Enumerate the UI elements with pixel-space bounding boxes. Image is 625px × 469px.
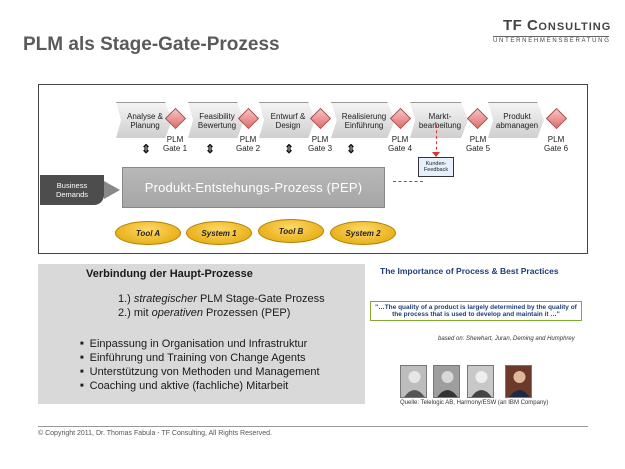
logo-tf: TF [503, 17, 523, 34]
item1-rest: PLM Stage-Gate Prozess [196, 293, 325, 305]
gate-6-l1: PLM [547, 135, 565, 144]
double-arrow-icon: ⇕ [284, 142, 295, 156]
bullet-item: Einführung und Training von Change Agent… [80, 351, 320, 365]
tool-ellipse-1: Tool A [115, 221, 181, 245]
tool-ellipse-2: System 1 [186, 221, 252, 245]
footer-divider [38, 426, 588, 427]
gate-3-l1: PLM [311, 135, 329, 144]
copyright-footer: © Copyright 2011, Dr. Thomas Fabula - TF… [38, 430, 272, 437]
item1-prefix: 1.) [118, 293, 134, 305]
feedback-connector [436, 125, 437, 155]
logo-subtitle: UNTERNEHMENSBERATUNG [493, 38, 611, 44]
panel-item-1: 1.) strategischer PLM Stage-Gate Prozess [118, 293, 325, 305]
logo-c: C [527, 17, 539, 34]
company-logo: TF CONSULTING [503, 17, 611, 34]
item2-emphasis: operativen [151, 307, 203, 319]
bullet-item: Unterstützung von Methoden und Managemen… [80, 365, 320, 379]
tool-ellipse-3: Tool B [258, 219, 324, 243]
gate-3-l2: Gate 3 [308, 144, 333, 153]
portrait-image-4 [505, 365, 532, 398]
stage-produkt: Produkt abmanagen [488, 102, 544, 138]
portrait-image-2 [433, 365, 460, 398]
pep-box: Produkt-Entstehungs-Prozess (PEP) [122, 167, 385, 208]
gate-6-l2: Gate 6 [544, 144, 569, 153]
bullet-item: Einpassung in Organisation und Infrastru… [80, 337, 320, 351]
feedback-arrow-icon [432, 152, 440, 157]
panel-item-2: 2.) mit operativen Prozessen (PEP) [118, 307, 290, 319]
tool-ellipse-4: System 2 [330, 221, 396, 245]
source-note: Quelle: Telelogic AB, Harmony/ESW (an IB… [400, 400, 549, 406]
gate-5-l1: PLM [469, 135, 487, 144]
stage-realisierung: Realisierung Einführung [331, 102, 395, 138]
kunden-feedback-note: Kunden-Feedback [418, 157, 454, 177]
panel-bullet-list: Einpassung in Organisation und Infrastru… [80, 337, 320, 393]
best-practices-title: The Importance of Process & Best Practic… [380, 266, 559, 276]
feedback-connector-h [393, 181, 423, 182]
logo-divider [493, 36, 609, 37]
quality-quote: "…The quality of a product is largely de… [370, 301, 582, 321]
item2-prefix: 2.) mit [118, 307, 152, 319]
bullet-item: Coaching und aktive (fachliche) Mitarbei… [80, 379, 320, 393]
demands-arrow-icon [104, 181, 120, 199]
logo-rest: ONSULTING [538, 21, 612, 33]
gate-1-l2: Gate 1 [163, 144, 188, 153]
item2-rest: Prozessen (PEP) [203, 307, 291, 319]
portrait-image-1 [400, 365, 427, 398]
page-title: PLM als Stage-Gate-Prozess [23, 34, 280, 55]
gate-2-l2: Gate 2 [236, 144, 261, 153]
double-arrow-icon: ⇕ [346, 142, 357, 156]
double-arrow-icon: ⇕ [141, 142, 152, 156]
stage-entwurf: Entwurf & Design [259, 102, 315, 138]
gate-5-l2: Gate 5 [466, 144, 491, 153]
stage-feasibility: Feasibility Bewertung [188, 102, 244, 138]
panel-heading: Verbindung der Haupt-Prozesse [86, 268, 253, 280]
based-on-note: based on: Shewhart, Juran, Deming and Hu… [438, 336, 575, 342]
stage-analyse: Analyse & Planung [116, 102, 172, 138]
gate-1-l1: PLM [166, 135, 184, 144]
gate-4-l1: PLM [391, 135, 409, 144]
gate-2-l1: PLM [239, 135, 257, 144]
double-arrow-icon: ⇕ [205, 142, 216, 156]
item1-emphasis: strategischer [133, 293, 197, 305]
stage-markt: Markt-bearbeitung [410, 102, 468, 138]
gate-4-l2: Gate 4 [388, 144, 413, 153]
portrait-image-3 [467, 365, 494, 398]
business-demands-box: Business Demands [40, 175, 104, 205]
